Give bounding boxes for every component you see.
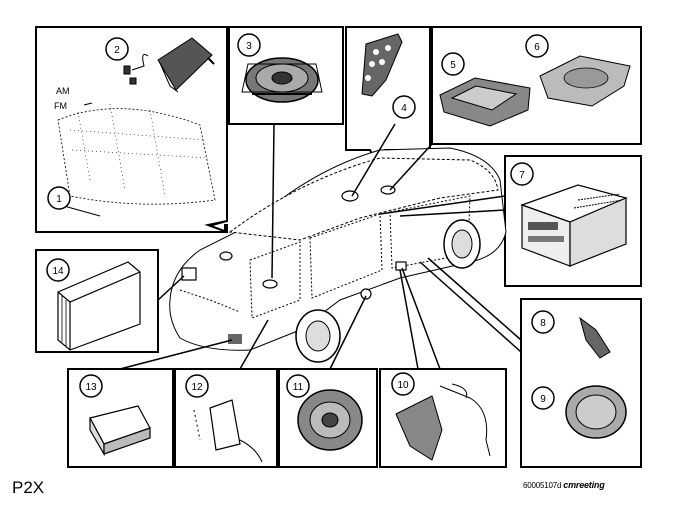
svg-text:13: 13 <box>85 382 97 393</box>
callout-1: 1 <box>47 186 71 210</box>
callout-9: 9 <box>531 386 555 410</box>
callout-7: 7 <box>510 162 534 186</box>
panel-door-speakers <box>520 298 642 468</box>
callout-2: 2 <box>105 37 129 61</box>
car-outline <box>169 147 507 363</box>
svg-text:10: 10 <box>397 380 409 391</box>
antenna-amplifier-drawing <box>123 37 215 93</box>
fm-label: FM <box>54 101 67 111</box>
svg-text:14: 14 <box>52 266 64 277</box>
rear-window-outline <box>57 108 216 205</box>
svg-text:4: 4 <box>401 103 407 114</box>
page-label: P2X <box>12 478 45 497</box>
document-code: 60005107d cmreeting <box>523 480 605 490</box>
svg-text:8: 8 <box>540 318 546 329</box>
svg-text:5: 5 <box>450 60 456 71</box>
svg-text:9: 9 <box>540 394 546 405</box>
svg-text:11: 11 <box>293 382 304 393</box>
callout-8: 8 <box>531 310 555 334</box>
doc-code-number: 60005107d <box>523 481 562 490</box>
panel-amplifier <box>67 368 174 468</box>
svg-text:12: 12 <box>191 382 203 393</box>
callout-12: 12 <box>185 374 209 398</box>
callout-14: 14 <box>46 258 70 282</box>
svg-text:2: 2 <box>114 45 120 56</box>
callout-13: 13 <box>79 374 103 398</box>
leader-lines <box>119 123 522 370</box>
callout-3: 3 <box>237 33 261 57</box>
am-label: AM <box>56 86 70 96</box>
panel-rear-window-antenna: AM FM <box>35 26 228 234</box>
svg-text:1: 1 <box>56 194 62 205</box>
svg-text:3: 3 <box>246 41 252 52</box>
svg-text:6: 6 <box>534 42 540 53</box>
panel-radio-unit <box>504 155 642 287</box>
callout-4: 4 <box>392 95 416 119</box>
panel-steering-controls <box>345 26 431 162</box>
callout-6: 6 <box>525 34 549 58</box>
callout-markers: 1 2 3 4 5 6 7 8 9 10 11 12 13 14 <box>46 33 555 410</box>
callout-10: 10 <box>391 372 415 396</box>
callout-5: 5 <box>441 52 465 76</box>
panel-speaker-3 <box>228 26 344 125</box>
brand-mark: cmreeting <box>563 480 605 490</box>
svg-text:7: 7 <box>519 170 525 181</box>
callout-11: 11 <box>286 374 310 398</box>
